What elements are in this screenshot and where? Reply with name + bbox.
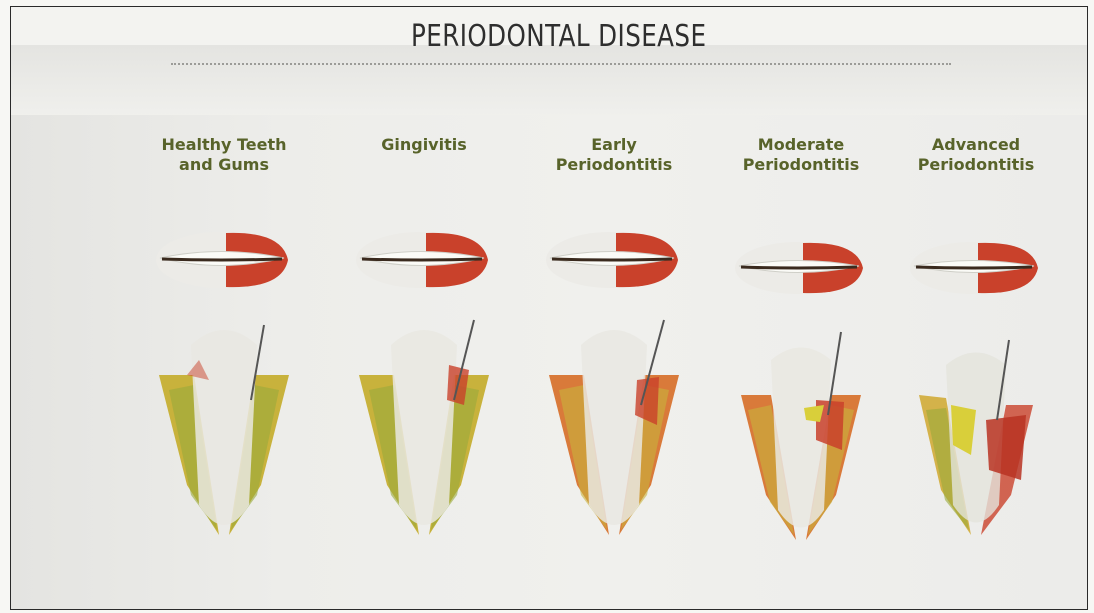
smile-healthy-icon <box>154 225 294 295</box>
stage-gingivitis: Gingivitis <box>339 135 509 575</box>
smile-moderate-periodontitis-icon <box>731 233 871 303</box>
stage-moderate-periodontitis: Moderate Periodontitis <box>716 135 886 575</box>
scanned-page-frame: PERIODONTAL DISEASE Healthy Teeth and Gu… <box>10 6 1088 610</box>
tooth-cross-section-advanced-periodontitis-icon <box>891 310 1061 570</box>
stage-label-line2: Periodontitis <box>891 155 1061 175</box>
smile-early-periodontitis-icon <box>544 225 684 295</box>
stage-label-line1: Early <box>529 135 699 155</box>
title-dotted-rule <box>171 63 951 65</box>
stage-label: Healthy Teeth and Gums <box>139 135 309 175</box>
smile-advanced-periodontitis-icon <box>906 233 1046 303</box>
stage-label-line2: Periodontitis <box>716 155 886 175</box>
stage-label-line2: and Gums <box>139 155 309 175</box>
stage-label: Early Periodontitis <box>529 135 699 175</box>
tooth-cross-section-gingivitis-icon <box>339 305 509 565</box>
stage-label: Moderate Periodontitis <box>716 135 886 175</box>
ghost-text-band <box>11 45 1087 115</box>
stage-label: Advanced Periodontitis <box>891 135 1061 175</box>
stage-label-line1: Moderate <box>716 135 886 155</box>
stage-label: Gingivitis <box>339 135 509 155</box>
tooth-cross-section-early-periodontitis-icon <box>529 305 699 565</box>
stage-label-line1: Gingivitis <box>339 135 509 155</box>
stage-label-line1: Advanced <box>891 135 1061 155</box>
smile-gingivitis-icon <box>354 225 494 295</box>
stage-label-line1: Healthy Teeth <box>139 135 309 155</box>
stage-healthy: Healthy Teeth and Gums <box>139 135 309 575</box>
tooth-cross-section-healthy-icon <box>139 305 309 565</box>
tooth-cross-section-moderate-periodontitis-icon <box>716 310 886 570</box>
stage-label-line2: Periodontitis <box>529 155 699 175</box>
stage-early-periodontitis: Early Periodontitis <box>529 135 699 575</box>
stage-advanced-periodontitis: Advanced Periodontitis <box>891 135 1061 575</box>
page-title: PERIODONTAL DISEASE <box>411 19 706 54</box>
